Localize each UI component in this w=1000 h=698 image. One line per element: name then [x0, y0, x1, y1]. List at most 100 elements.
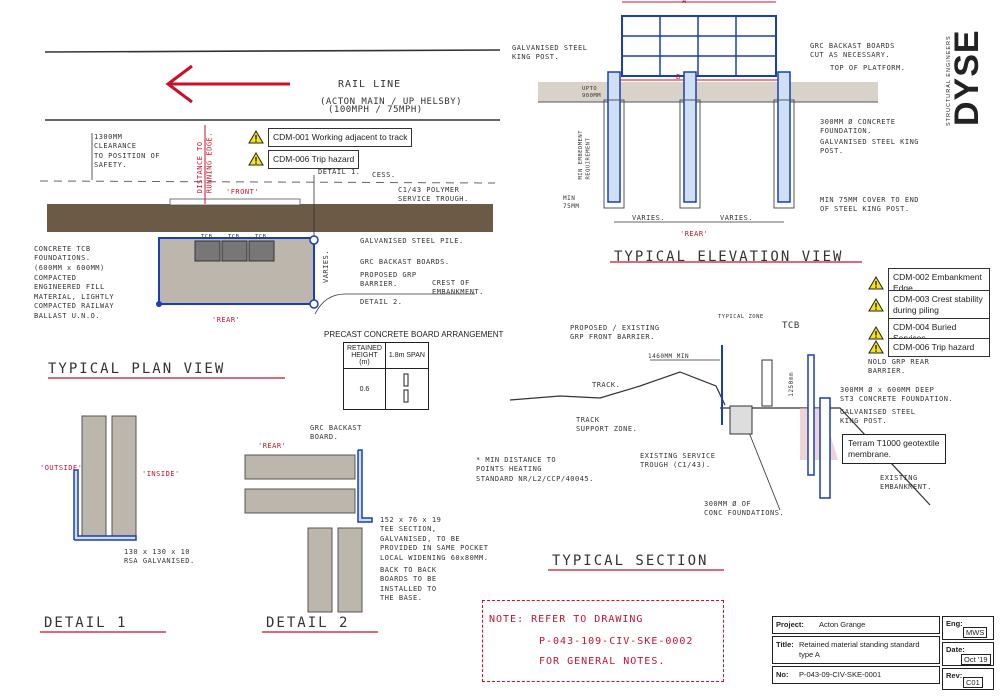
back-to-back-note: BACK TO BACK BOARDS TO BE INSTALLED TO T…: [380, 566, 437, 603]
cdm-001-marker: CDM-001 Working adjacent to track: [248, 128, 413, 147]
galv-pile-note: GALVANISED STEEL PILE.: [360, 237, 464, 245]
grc-panel-grid: [621, 15, 777, 77]
cdm-label: CDM-001 Working adjacent to track: [268, 128, 413, 147]
pile-marker-2: [309, 299, 319, 309]
date-value: Oct '19: [961, 654, 991, 665]
pile-marker-1: [309, 235, 319, 245]
board-arrangement-table: RETAINED HEIGHT (m) 1.8m SPAN 0.6: [343, 342, 429, 410]
detail-2: [244, 449, 378, 633]
eng-value: MWS: [963, 627, 988, 638]
elevation-view: [538, 1, 878, 263]
ground-strip: [47, 204, 493, 232]
elevation-rear-label: 'REAR': [680, 230, 709, 238]
outside-label: 'OUTSIDE': [40, 464, 83, 472]
section-title: TYPICAL SECTION: [552, 553, 709, 569]
inside-label: 'INSIDE': [142, 470, 180, 478]
rail-line-speed: (100MPH / 75MPH): [328, 105, 423, 115]
grc-boards-cut-note: GRC BACKAST BOARDS CUT AS NECESSARY.: [810, 42, 895, 60]
title-block: Project: Acton Grange Eng: MWS Title: Re…: [772, 616, 994, 690]
conc-fdns-note: 300MM Ø OF CONC FOUNDATIONS.: [704, 500, 785, 518]
king-post-2: [683, 71, 697, 203]
varies-label: VARIES.: [322, 250, 330, 284]
grc-board-note: GRC BACKAST BOARD.: [310, 424, 362, 442]
tcb-label-3: TCB: [255, 234, 267, 240]
plan-view: [39, 49, 501, 379]
warning-icon: [248, 130, 264, 144]
detail1-callout: DETAIL 1.: [318, 168, 361, 176]
rail-line-subtitle: (ACTON MAIN / UP HELSBY): [320, 97, 463, 107]
min75-label: MIN 75MM: [563, 195, 580, 211]
number-value: P-043-09-CIV-SKE-0001: [799, 670, 882, 679]
cover-note: MIN 75MM COVER TO END OF STEEL KING POST…: [820, 196, 920, 214]
embedment-label: MIN EMBEDMENT REQUIREMENT: [578, 130, 592, 180]
board-height-value: 0.6: [343, 368, 386, 410]
cdm-003-marker: CDM-003 Crest stability during piling: [868, 290, 990, 320]
front-barrier-note: PROPOSED / EXISTING GRP FRONT BARRIER.: [570, 324, 660, 342]
existing-embankment-note: EXISTING EMBANKMENT.: [880, 474, 932, 492]
grc-boards-note: GRC BACKAST BOARDS.: [360, 258, 450, 266]
pile-marker-3: [156, 301, 162, 307]
number-row: No: P-043-09-CIV-SKE-0001: [772, 666, 940, 684]
cdm-006-section-marker: CDM-006 Trip hazard: [868, 338, 990, 357]
warning-icon: [868, 297, 884, 312]
king-post-note: GALVANISED STEEL KING POST.: [820, 138, 920, 156]
dim-a-label: A: [682, 0, 687, 5]
dim-1460-label: 1460MM MIN: [648, 353, 690, 360]
plan-view-title: TYPICAL PLAN VIEW: [48, 361, 226, 377]
cdm-label: CDM-006 Trip hazard: [888, 338, 990, 357]
warning-icon: [868, 340, 884, 354]
top-platform-note: TOP OF PLATFORM.: [830, 64, 906, 72]
detail2-title: DETAIL 2: [266, 615, 350, 631]
logo-wordmark: DYSE: [948, 29, 986, 126]
note-line-3: FOR GENERAL NOTES.: [539, 656, 666, 667]
galv-post-note: GALVANISED STEEL KING POST.: [512, 44, 588, 62]
title-label: Title:: [776, 640, 794, 649]
varies-1-label: VARIES.: [632, 214, 666, 222]
tee-section-note: 152 x 76 x 19 TEE SECTION, GALVANISED, T…: [380, 516, 489, 562]
detail-1: [40, 415, 166, 633]
cdm-label: CDM-006 Trip hazard: [268, 150, 360, 169]
rear-king-post: [807, 354, 815, 476]
track-label: TRACK.: [592, 381, 621, 389]
tcb-foundation-3: [248, 240, 275, 262]
cdm-006-marker: CDM-006 Trip hazard: [248, 150, 360, 169]
upto-label: UPTO 900MM: [582, 86, 602, 100]
geotextile-zone: [800, 408, 838, 460]
trough-note: C1/43 POLYMER SERVICE TROUGH.: [398, 186, 469, 204]
track-support-note: TRACK SUPPORT ZONE.: [576, 416, 638, 434]
terram-label: Terram T1000 geotextile membrane.: [842, 434, 946, 465]
foundation-post: [819, 397, 831, 499]
cess-line: [39, 180, 496, 184]
date-row: Date: Oct '19: [942, 642, 994, 666]
warning-icon: [868, 275, 884, 290]
tcb-unit: [761, 359, 773, 407]
tcb-foundation-2: [221, 240, 248, 262]
dim-1250-label: 1250mm: [788, 372, 795, 397]
foundation-note: 300MM Ø CONCRETE FOUNDATION.: [820, 118, 896, 136]
service-trough: [169, 198, 301, 206]
detail2-rear-label: 'REAR': [258, 442, 287, 450]
elevation-title: TYPICAL ELEVATION VIEW: [614, 249, 844, 265]
king-post-1: [607, 71, 621, 203]
board-col-height: RETAINED HEIGHT (m): [343, 342, 386, 369]
clearance-note: 1300MM CLEARANCE TO POSITION OF SAFETY.: [94, 133, 161, 170]
tcb-label-1: TCB: [201, 234, 213, 240]
note-line-1: NOTE: REFER TO DRAWING: [489, 614, 644, 625]
project-label: Project:: [776, 620, 804, 629]
board-table-title: PRECAST CONCRETE BOARD ARRANGEMENT: [324, 330, 504, 339]
date-label: Date:: [946, 645, 965, 654]
min-distance-note: * MIN DISTANCE TO POINTS HEATING STANDAR…: [476, 456, 594, 483]
project-value: Acton Grange: [819, 620, 866, 629]
typical-zone-label: TYPICAL ZONE: [718, 314, 764, 320]
distance-edge-note: DISTANCE TO RUNNING EDGE.: [196, 132, 214, 194]
tcb-foundations-note: CONCRETE TCB FOUNDATIONS. (600MM x 600MM…: [34, 245, 105, 272]
rev-row: Rev: C01: [942, 668, 994, 690]
cdm-label: CDM-003 Crest stability during piling: [888, 290, 990, 320]
board-col-span: 1.8m SPAN: [384, 342, 429, 369]
general-note-box: NOTE: REFER TO DRAWING P-043-109-CIV-SKE…: [482, 600, 724, 682]
direction-arrow: [165, 64, 290, 104]
eng-row: Eng: MWS: [942, 616, 994, 640]
company-logo: STRUCTURAL ENGINEERS DYSE: [946, 8, 988, 126]
tcb-label-2: TCB: [228, 234, 240, 240]
tcb-foundation-1: [194, 240, 221, 262]
